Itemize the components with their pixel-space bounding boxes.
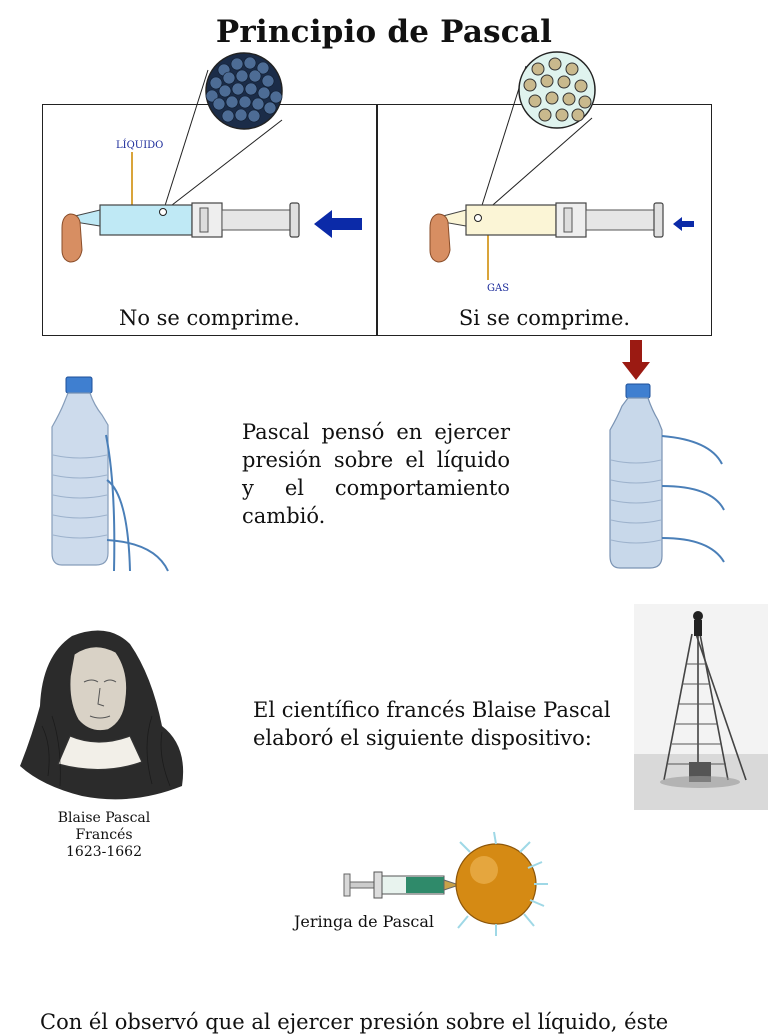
small-push-arrow-icon [673,217,694,231]
liquid-caption: No se comprime. [118,306,301,330]
panel-divider [376,104,378,336]
gas-caption: Si se comprime. [458,306,631,330]
portrait-nationality: Francés [75,827,133,843]
portrait-caption: Blaise Pascal Francés 1623-1662 [40,810,168,861]
gas-label: GAS [487,283,510,294]
water-jets-sphere [457,831,548,936]
liquid-syringe-illustration [61,52,362,263]
collar [57,735,143,771]
pascal-syringe-illustration [343,831,548,936]
portrait-name: Blaise Pascal [57,810,151,826]
liquid-label: LÍQUIDO [116,140,164,151]
bottle-without-pressure [51,376,169,572]
water-jets-pressure [661,435,725,563]
blaise-pascal-portrait [20,630,184,800]
pascal-barrel-illustration [634,604,768,810]
device-caption: Jeringa de Pascal [294,912,435,931]
sphere-icon [455,843,537,925]
water-jets [105,434,169,572]
bottle-with-pressure [609,340,725,569]
scientist-paragraph: El científico francés Blaise Pascal elab… [253,698,611,750]
page-title: Principio de Pascal [215,14,553,50]
gas-syringe-illustration [429,51,694,280]
push-arrow-icon [314,210,362,238]
bottom-paragraph: Con él observó que al ejercer presión so… [40,1010,669,1034]
pressure-arrow-icon [622,340,650,380]
portrait-years: 1623-1662 [66,844,142,860]
bottle-paragraph: Pascal pensó en ejercer presión sobre el… [242,420,510,528]
